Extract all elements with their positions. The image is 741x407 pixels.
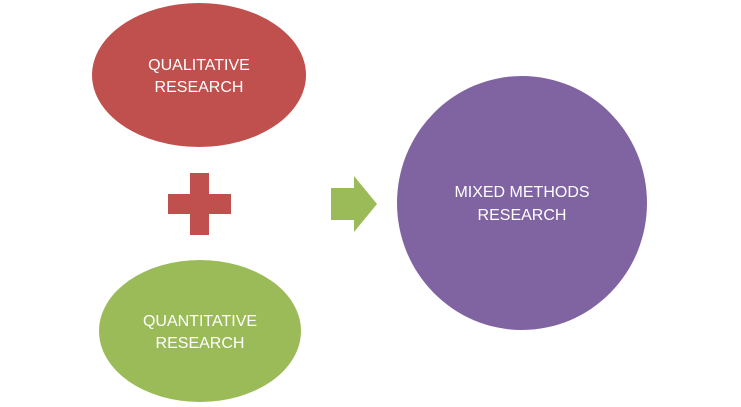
mixed-methods-research-label-line1: MIXED METHODS: [454, 184, 589, 201]
mixed-methods-research-node: MIXED METHODS RESEARCH: [397, 76, 647, 330]
quantitative-research-ellipse: [99, 260, 301, 402]
quantitative-research-node: QUANTITATIVE RESEARCH: [99, 260, 301, 402]
mixed-methods-research-circle: [397, 76, 647, 330]
quantitative-research-label-line2: RESEARCH: [156, 335, 245, 352]
qualitative-research-node: QUALITATIVE RESEARCH: [92, 3, 306, 147]
qualitative-research-ellipse: [92, 3, 306, 147]
plus-icon: [168, 173, 231, 235]
right-arrow-icon: [331, 176, 377, 232]
mixed-methods-research-label-line2: RESEARCH: [478, 207, 567, 224]
qualitative-research-label-line2: RESEARCH: [155, 79, 244, 96]
qualitative-research-label-line1: QUALITATIVE: [148, 57, 250, 74]
quantitative-research-label-line1: QUANTITATIVE: [143, 313, 257, 330]
